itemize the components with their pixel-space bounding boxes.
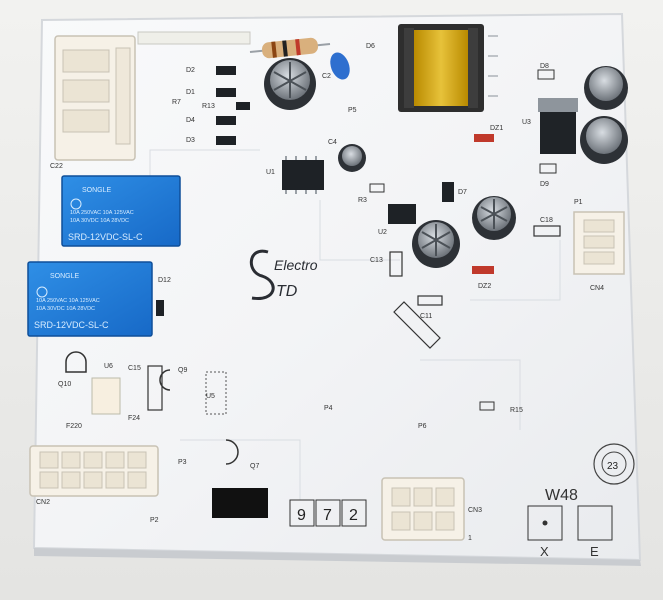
- date-dial-number: 23: [607, 461, 619, 472]
- relay-rating-top-1: 10A 250VAC 10A 125VAC: [70, 210, 134, 216]
- connector-cn3: [381, 477, 465, 541]
- capacitor-mid-1: [412, 220, 460, 268]
- board-marking: W48: [545, 487, 578, 504]
- relay-rating-top-2: 10A 30VDC 10A 28VDC: [70, 218, 129, 224]
- relay-brand-bottom: SONGLE: [50, 273, 80, 280]
- ic-u6: [91, 377, 121, 415]
- date-digit-3: 2: [349, 507, 358, 524]
- label-pin-1: 1: [468, 535, 472, 542]
- capacitor-right-top: [584, 66, 628, 110]
- label-d4: D4: [186, 117, 195, 124]
- label-c2: C2: [322, 73, 331, 80]
- relay-model-top: SRD-12VDC-SL-C: [68, 232, 143, 242]
- label-c18: C18: [540, 217, 553, 224]
- label-f24: F24: [128, 415, 140, 422]
- label-c22: C22: [50, 163, 63, 170]
- date-dial: 23: [593, 443, 635, 485]
- board-traces: [149, 149, 561, 500]
- label-d1: D1: [186, 89, 195, 96]
- relay-model-bottom: SRD-12VDC-SL-C: [34, 320, 109, 330]
- relay-brand-top: SONGLE: [82, 187, 112, 194]
- transistors: [65, 351, 239, 465]
- smd-components: [156, 66, 557, 411]
- relay-top: SONGLE 10A 250VAC 10A 125VAC 10A 30VDC 1…: [61, 175, 181, 247]
- ic-u1: [282, 156, 324, 194]
- regulator-u3: [538, 98, 578, 154]
- ic-u5-outline: [205, 371, 227, 415]
- label-c11: C11: [420, 313, 432, 320]
- transformer: [398, 24, 498, 112]
- label-p2: P2: [150, 517, 159, 524]
- label-cn4: CN4: [590, 285, 604, 292]
- label-u5: U5: [206, 393, 215, 400]
- label-p4: P4: [324, 405, 333, 412]
- logo-word-2: TD: [276, 283, 298, 300]
- label-dz1: DZ1: [490, 125, 503, 132]
- capacitor-small-c4: [338, 144, 366, 172]
- label-p6: P6: [418, 423, 427, 430]
- terminal-x-label: X: [540, 544, 549, 559]
- header-strip: [137, 31, 251, 45]
- date-code-boxes: 9 7 2: [289, 499, 367, 527]
- date-digit-2: 7: [323, 507, 332, 524]
- label-r7: R7: [172, 99, 181, 106]
- relay-bottom: SONGLE 10A 250VAC 10A 125VAC 10A 30VDC 1…: [27, 261, 153, 337]
- label-q10: Q10: [58, 381, 71, 388]
- black-pad: [212, 488, 268, 518]
- label-d9: D9: [540, 181, 549, 188]
- board-edge: [34, 548, 641, 566]
- capacitor-c2: [330, 52, 350, 80]
- label-f220: F220: [66, 423, 82, 430]
- label-q9: Q9: [178, 367, 187, 374]
- label-u6: U6: [104, 363, 113, 370]
- label-r15: R15: [510, 407, 523, 414]
- designator-labels: C22 D2 D1 R7 R13 D4 D3 C2 D6 P5 C4 U1 R3…: [36, 43, 604, 542]
- label-p5: P5: [348, 107, 357, 114]
- label-d6: D6: [366, 43, 375, 50]
- capacitor-right-bottom: [580, 116, 628, 164]
- label-dz2: DZ2: [478, 283, 491, 290]
- label-d12: D12: [158, 277, 171, 284]
- relay-rating-bottom-2: 10A 30VDC 10A 28VDC: [36, 306, 95, 312]
- label-c13: C13: [370, 257, 383, 264]
- logo-word-1: Electro: [274, 257, 318, 273]
- capacitor-mid-2: [472, 196, 516, 240]
- ic-u2: [388, 204, 416, 224]
- label-cn2: CN2: [36, 499, 50, 506]
- label-d3: D3: [186, 137, 195, 144]
- label-cn3: CN3: [468, 507, 482, 514]
- label-r3: R3: [358, 197, 367, 204]
- headers: [147, 225, 561, 411]
- terminal-e-box: [577, 505, 613, 541]
- date-digit-1: 9: [297, 507, 306, 524]
- label-d7: D7: [458, 189, 467, 196]
- top-left-connector: [54, 35, 136, 161]
- connector-cn4: [573, 211, 625, 275]
- label-d2: D2: [186, 67, 195, 74]
- terminal-e-label: E: [590, 544, 599, 559]
- electro-td-logo: Electro TD: [250, 249, 318, 300]
- label-p1: P1: [574, 199, 583, 206]
- label-u2: U2: [378, 229, 387, 236]
- label-p3: P3: [178, 459, 187, 466]
- terminal-x-dot: [542, 520, 548, 526]
- connector-cn2: [29, 445, 159, 497]
- label-r13: R13: [202, 103, 215, 110]
- capacitor-large-1: [264, 58, 316, 110]
- relay-rating-bottom-1: 10A 250VAC 10A 125VAC: [36, 298, 100, 304]
- label-q7: Q7: [250, 463, 259, 470]
- resistor-top: [249, 37, 331, 59]
- label-u1: U1: [266, 169, 275, 176]
- terminal-x-box: [527, 505, 563, 541]
- label-u3: U3: [522, 119, 531, 126]
- label-d8: D8: [540, 63, 549, 70]
- label-c15: C15: [128, 365, 141, 372]
- label-c4: C4: [328, 139, 337, 146]
